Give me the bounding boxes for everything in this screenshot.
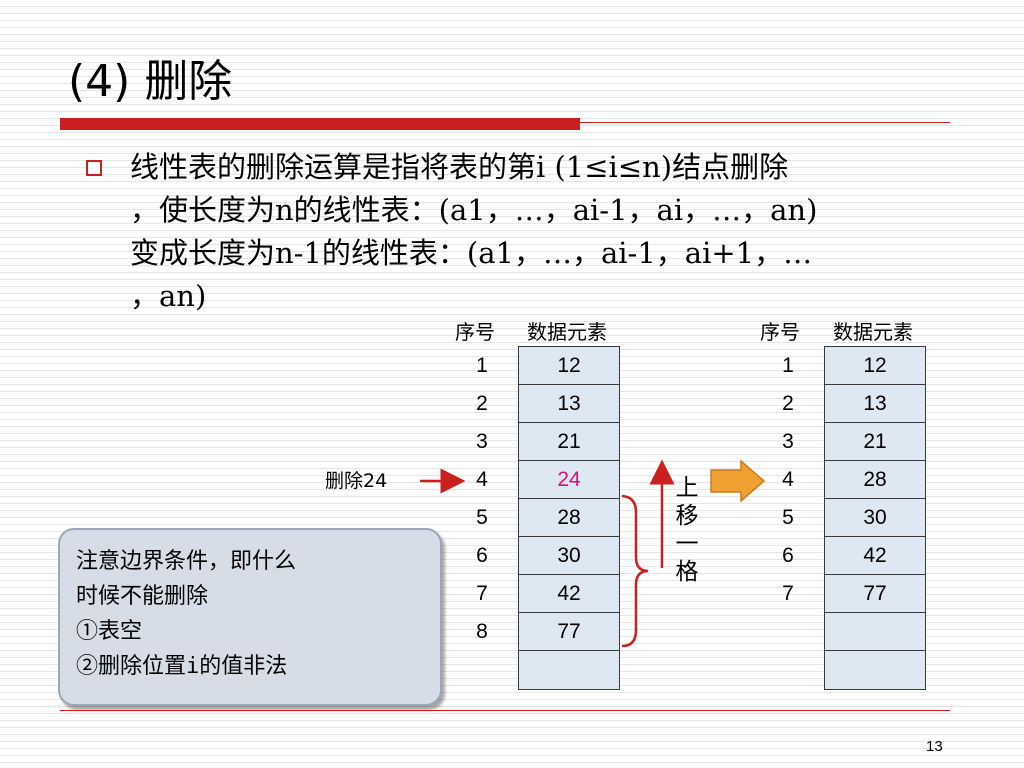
note-line: 时候不能删除: [76, 584, 209, 609]
left-header-data: 数据元素: [527, 320, 607, 344]
note-line: 注意边界条件，即什么: [76, 549, 297, 574]
left-cell: 42: [519, 575, 619, 613]
move-up-char: 一: [675, 531, 699, 557]
left-cell: 30: [519, 537, 619, 575]
right-header-data: 数据元素: [833, 320, 913, 344]
bullet-square-icon: [86, 160, 102, 176]
page-number: 13: [926, 738, 943, 755]
right-cell: 21: [825, 423, 925, 461]
page-title: (4) 删除: [68, 56, 233, 107]
right-cell: 42: [825, 537, 925, 575]
right-brace-icon: [621, 494, 649, 648]
left-cell: 13: [519, 385, 619, 423]
move-up-char: 格: [675, 559, 699, 585]
definition-paragraph: 线性表的删除运算是指将表的第i (1≤i≤n)结点删除 ，使长度为n的线性表：(…: [130, 146, 950, 318]
left-index: 8: [476, 620, 488, 643]
move-up-text: 上 移 一 格: [675, 474, 699, 586]
delete-label: 删除24: [325, 470, 388, 492]
left-data-column: 12 13 21 24 28 30 42 77: [518, 346, 620, 690]
left-cell: 77: [519, 613, 619, 651]
paragraph-line-4: ，an): [130, 279, 207, 313]
move-up-char: 移: [675, 503, 699, 529]
left-cell: 21: [519, 423, 619, 461]
right-index: 5: [782, 506, 794, 529]
paragraph-line-1: 线性表的删除运算是指将表的第i (1≤i≤n)结点删除: [130, 150, 789, 184]
right-cell: 77: [825, 575, 925, 613]
right-cell: 28: [825, 461, 925, 499]
left-index: 2: [476, 392, 488, 415]
right-cell: 13: [825, 385, 925, 423]
note-line: ②删除位置i的值非法: [76, 654, 288, 679]
right-index: 2: [782, 392, 794, 415]
left-cell: 12: [519, 347, 619, 385]
left-index: 4: [476, 468, 488, 491]
left-cell: 28: [519, 499, 619, 537]
left-index: 7: [476, 582, 488, 605]
boundary-note-callout: 注意边界条件，即什么 时候不能删除 ①表空 ②删除位置i的值非法: [58, 528, 442, 706]
left-index: 3: [476, 430, 488, 453]
left-header-index: 序号: [455, 320, 495, 344]
title-underline-bar: [60, 118, 580, 130]
right-cell: 12: [825, 347, 925, 385]
right-cell-empty: [825, 613, 925, 651]
right-index: 7: [782, 582, 794, 605]
left-index: 5: [476, 506, 488, 529]
left-index: 6: [476, 544, 488, 567]
right-data-column: 12 13 21 28 30 42 77: [824, 346, 926, 690]
paragraph-line-3: 变成长度为n-1的线性表：(a1，…，ai-1，ai+1，…: [130, 236, 813, 270]
paragraph-line-2: ，使长度为n的线性表：(a1，…，ai-1，ai，…，an): [130, 193, 818, 227]
right-index: 4: [782, 468, 794, 491]
left-cell-deleted: 24: [519, 461, 619, 499]
title-underline-thin: [580, 122, 950, 123]
move-up-char: 上: [675, 475, 699, 501]
note-line: ①表空: [76, 619, 143, 644]
right-index: 6: [782, 544, 794, 567]
footer-line: [60, 710, 950, 711]
right-index: 3: [782, 430, 794, 453]
right-index: 1: [782, 354, 794, 377]
left-index: 1: [476, 354, 488, 377]
right-header-index: 序号: [760, 320, 800, 344]
transform-arrow-icon: [710, 459, 766, 503]
right-cell: 30: [825, 499, 925, 537]
